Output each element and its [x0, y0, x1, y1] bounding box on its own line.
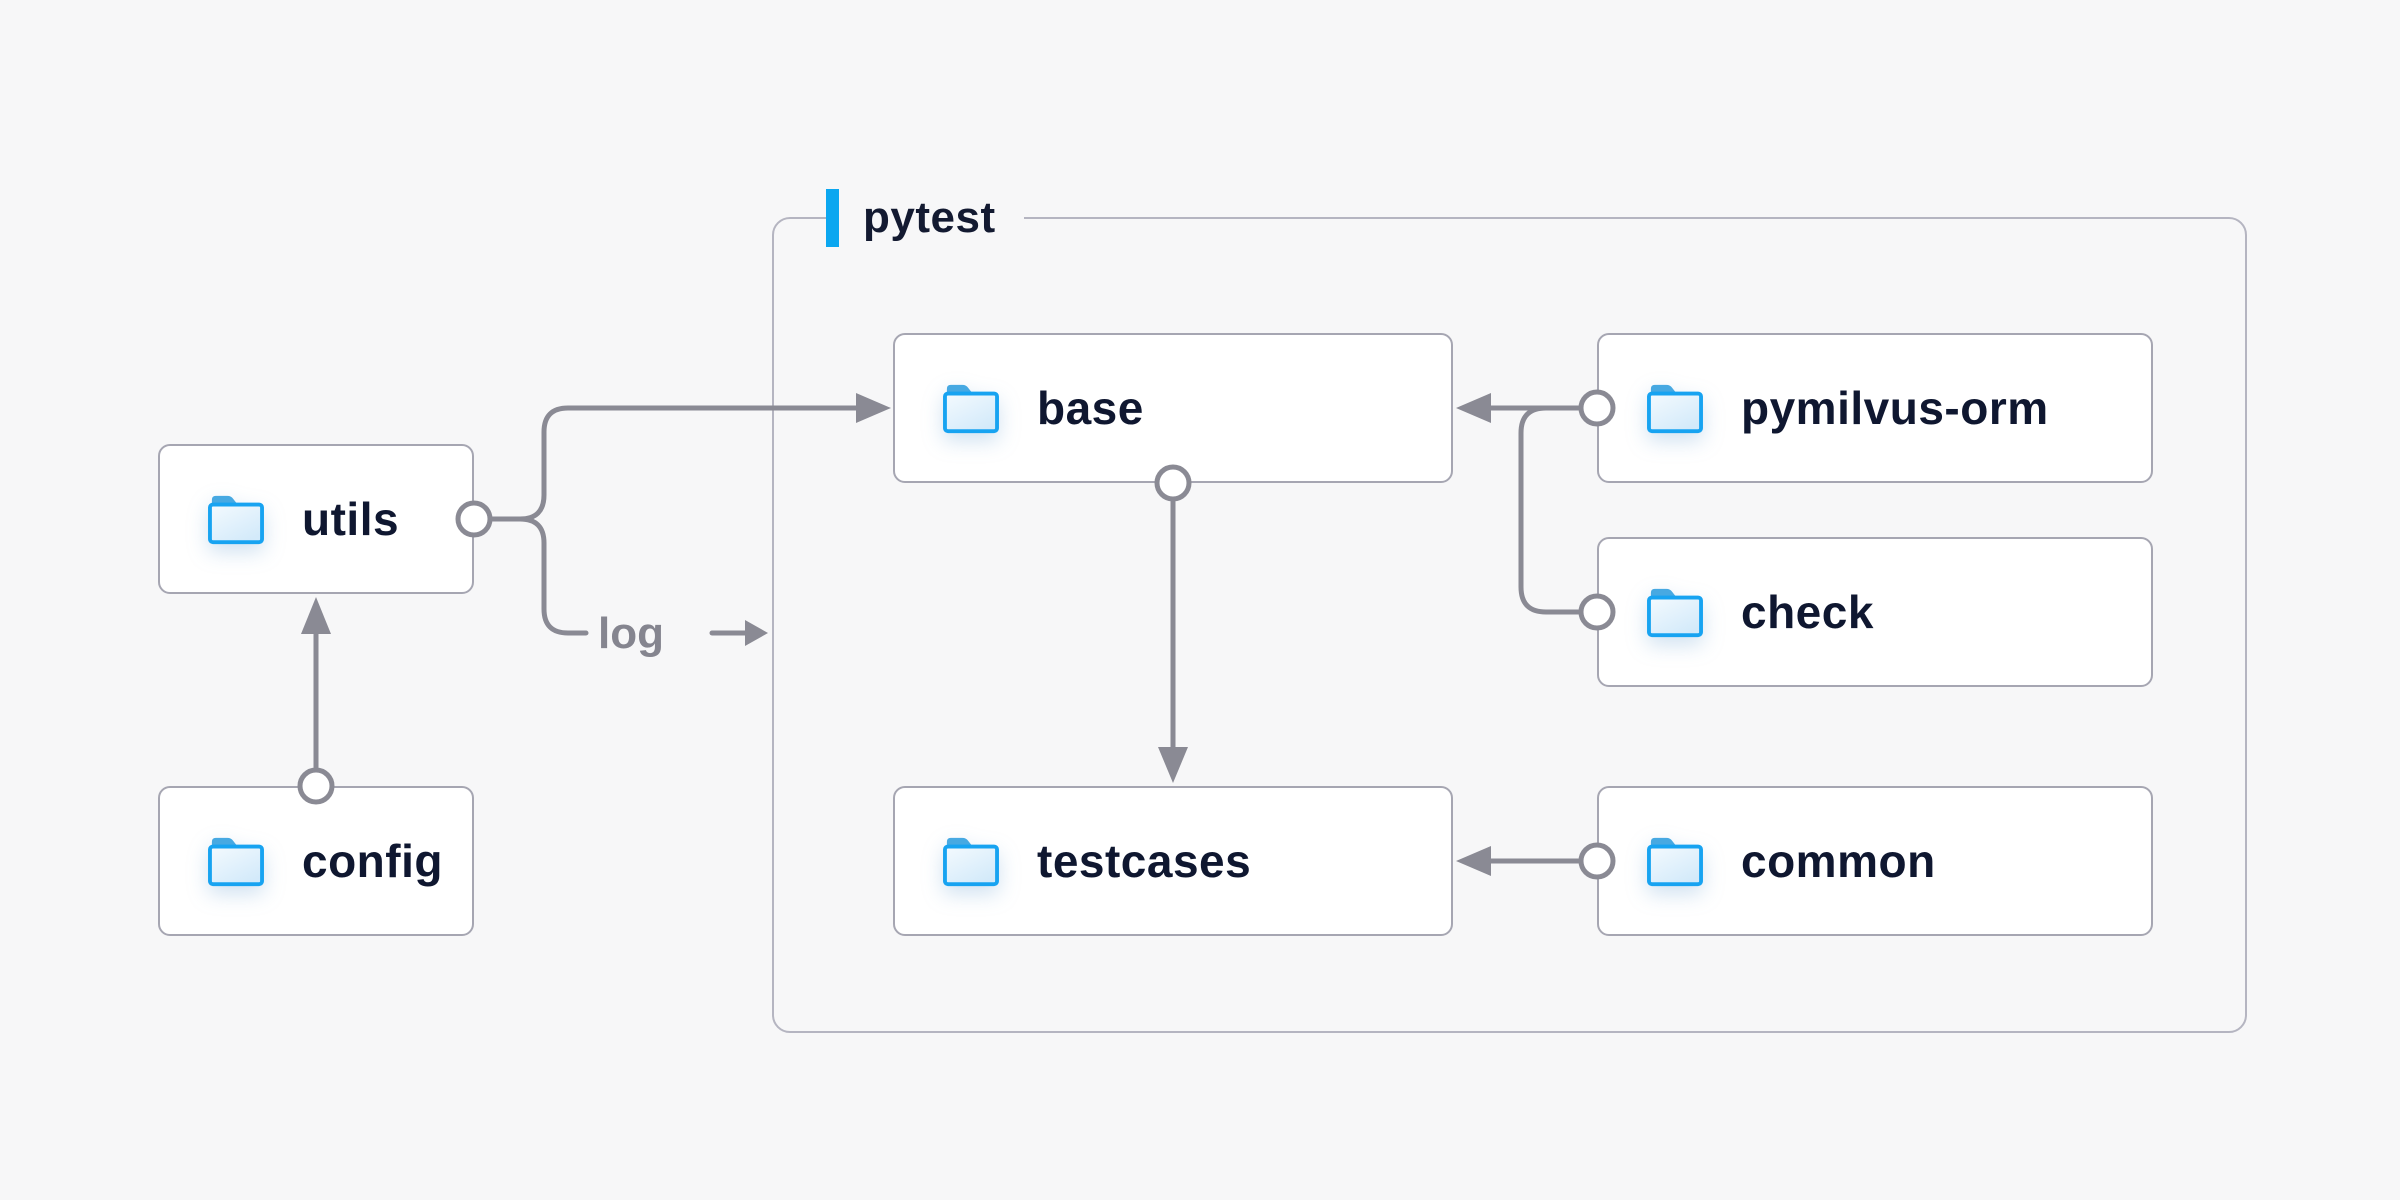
node-label: common	[1741, 835, 1936, 887]
container-title: pytest	[863, 193, 996, 242]
node-pymilvus-orm: pymilvus-orm	[1597, 333, 2153, 483]
node-label: pymilvus-orm	[1741, 382, 2049, 434]
folder-icon	[1647, 384, 1703, 434]
node-label: utils	[302, 493, 400, 545]
node-label: testcases	[1037, 835, 1252, 887]
pytest-container-label: pytest	[826, 186, 1024, 250]
node-label: base	[1037, 382, 1144, 434]
arrowhead-log	[745, 620, 768, 646]
edge-label-log: log	[598, 609, 664, 658]
node-utils: utils	[158, 444, 474, 594]
node-testcases: testcases	[893, 786, 1453, 936]
accent-bar	[826, 189, 839, 247]
node-label: config	[302, 835, 443, 887]
folder-icon	[943, 837, 999, 887]
folder-icon	[943, 384, 999, 434]
node-check: check	[1597, 537, 2153, 687]
folder-icon	[1647, 837, 1703, 887]
pytest-container	[772, 217, 2247, 1033]
edge-utils-log	[517, 516, 589, 636]
folder-icon	[208, 495, 264, 545]
node-common: common	[1597, 786, 2153, 936]
node-base: base	[893, 333, 1453, 483]
folder-icon	[208, 837, 264, 887]
folder-icon	[1647, 588, 1703, 638]
node-label: check	[1741, 586, 1874, 638]
arrowhead-into-utils	[301, 597, 331, 634]
node-config: config	[158, 786, 474, 936]
